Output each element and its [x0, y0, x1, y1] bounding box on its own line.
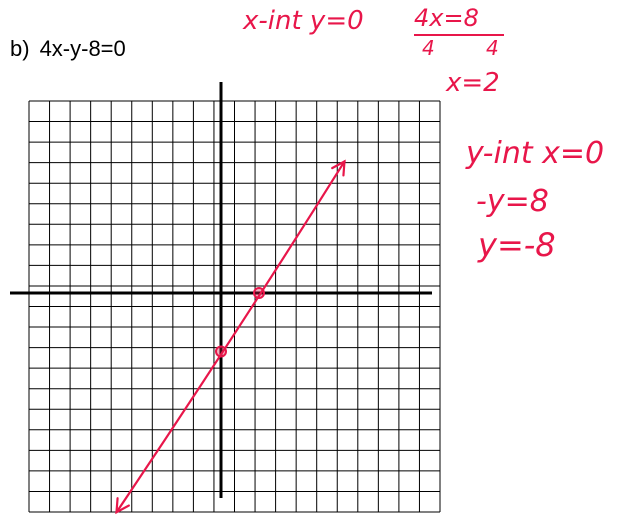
x-int-den-left: 4: [422, 36, 435, 60]
plot-layer: [115, 159, 346, 515]
y-intercept-point: [215, 345, 227, 358]
problem-equation: 4x-y-8=0: [39, 36, 126, 61]
plotted-line: [115, 160, 346, 514]
x-intercept-point: [253, 287, 265, 299]
fraction-bar: [414, 34, 504, 36]
arrow-head-bottom: [115, 497, 130, 515]
x-int-eq-num: 4x: [414, 4, 444, 32]
x-int-heading: x-int y=0: [243, 6, 364, 36]
problem-label: b): [10, 36, 30, 61]
x-int-result: x=2: [446, 68, 500, 98]
x-int-eq-rhs: =8: [443, 4, 479, 32]
y-int-step1: -y=8: [476, 184, 549, 219]
x-int-numerator: 4x=8: [414, 4, 479, 32]
y-int-result: y=-8: [478, 226, 556, 264]
arrow-head-top: [331, 159, 346, 177]
x-int-den-right: 4: [486, 36, 499, 60]
problem-statement: b) 4x-y-8=0: [10, 36, 126, 62]
grid-lines: [28, 100, 441, 513]
y-int-heading: y-int x=0: [466, 136, 605, 171]
